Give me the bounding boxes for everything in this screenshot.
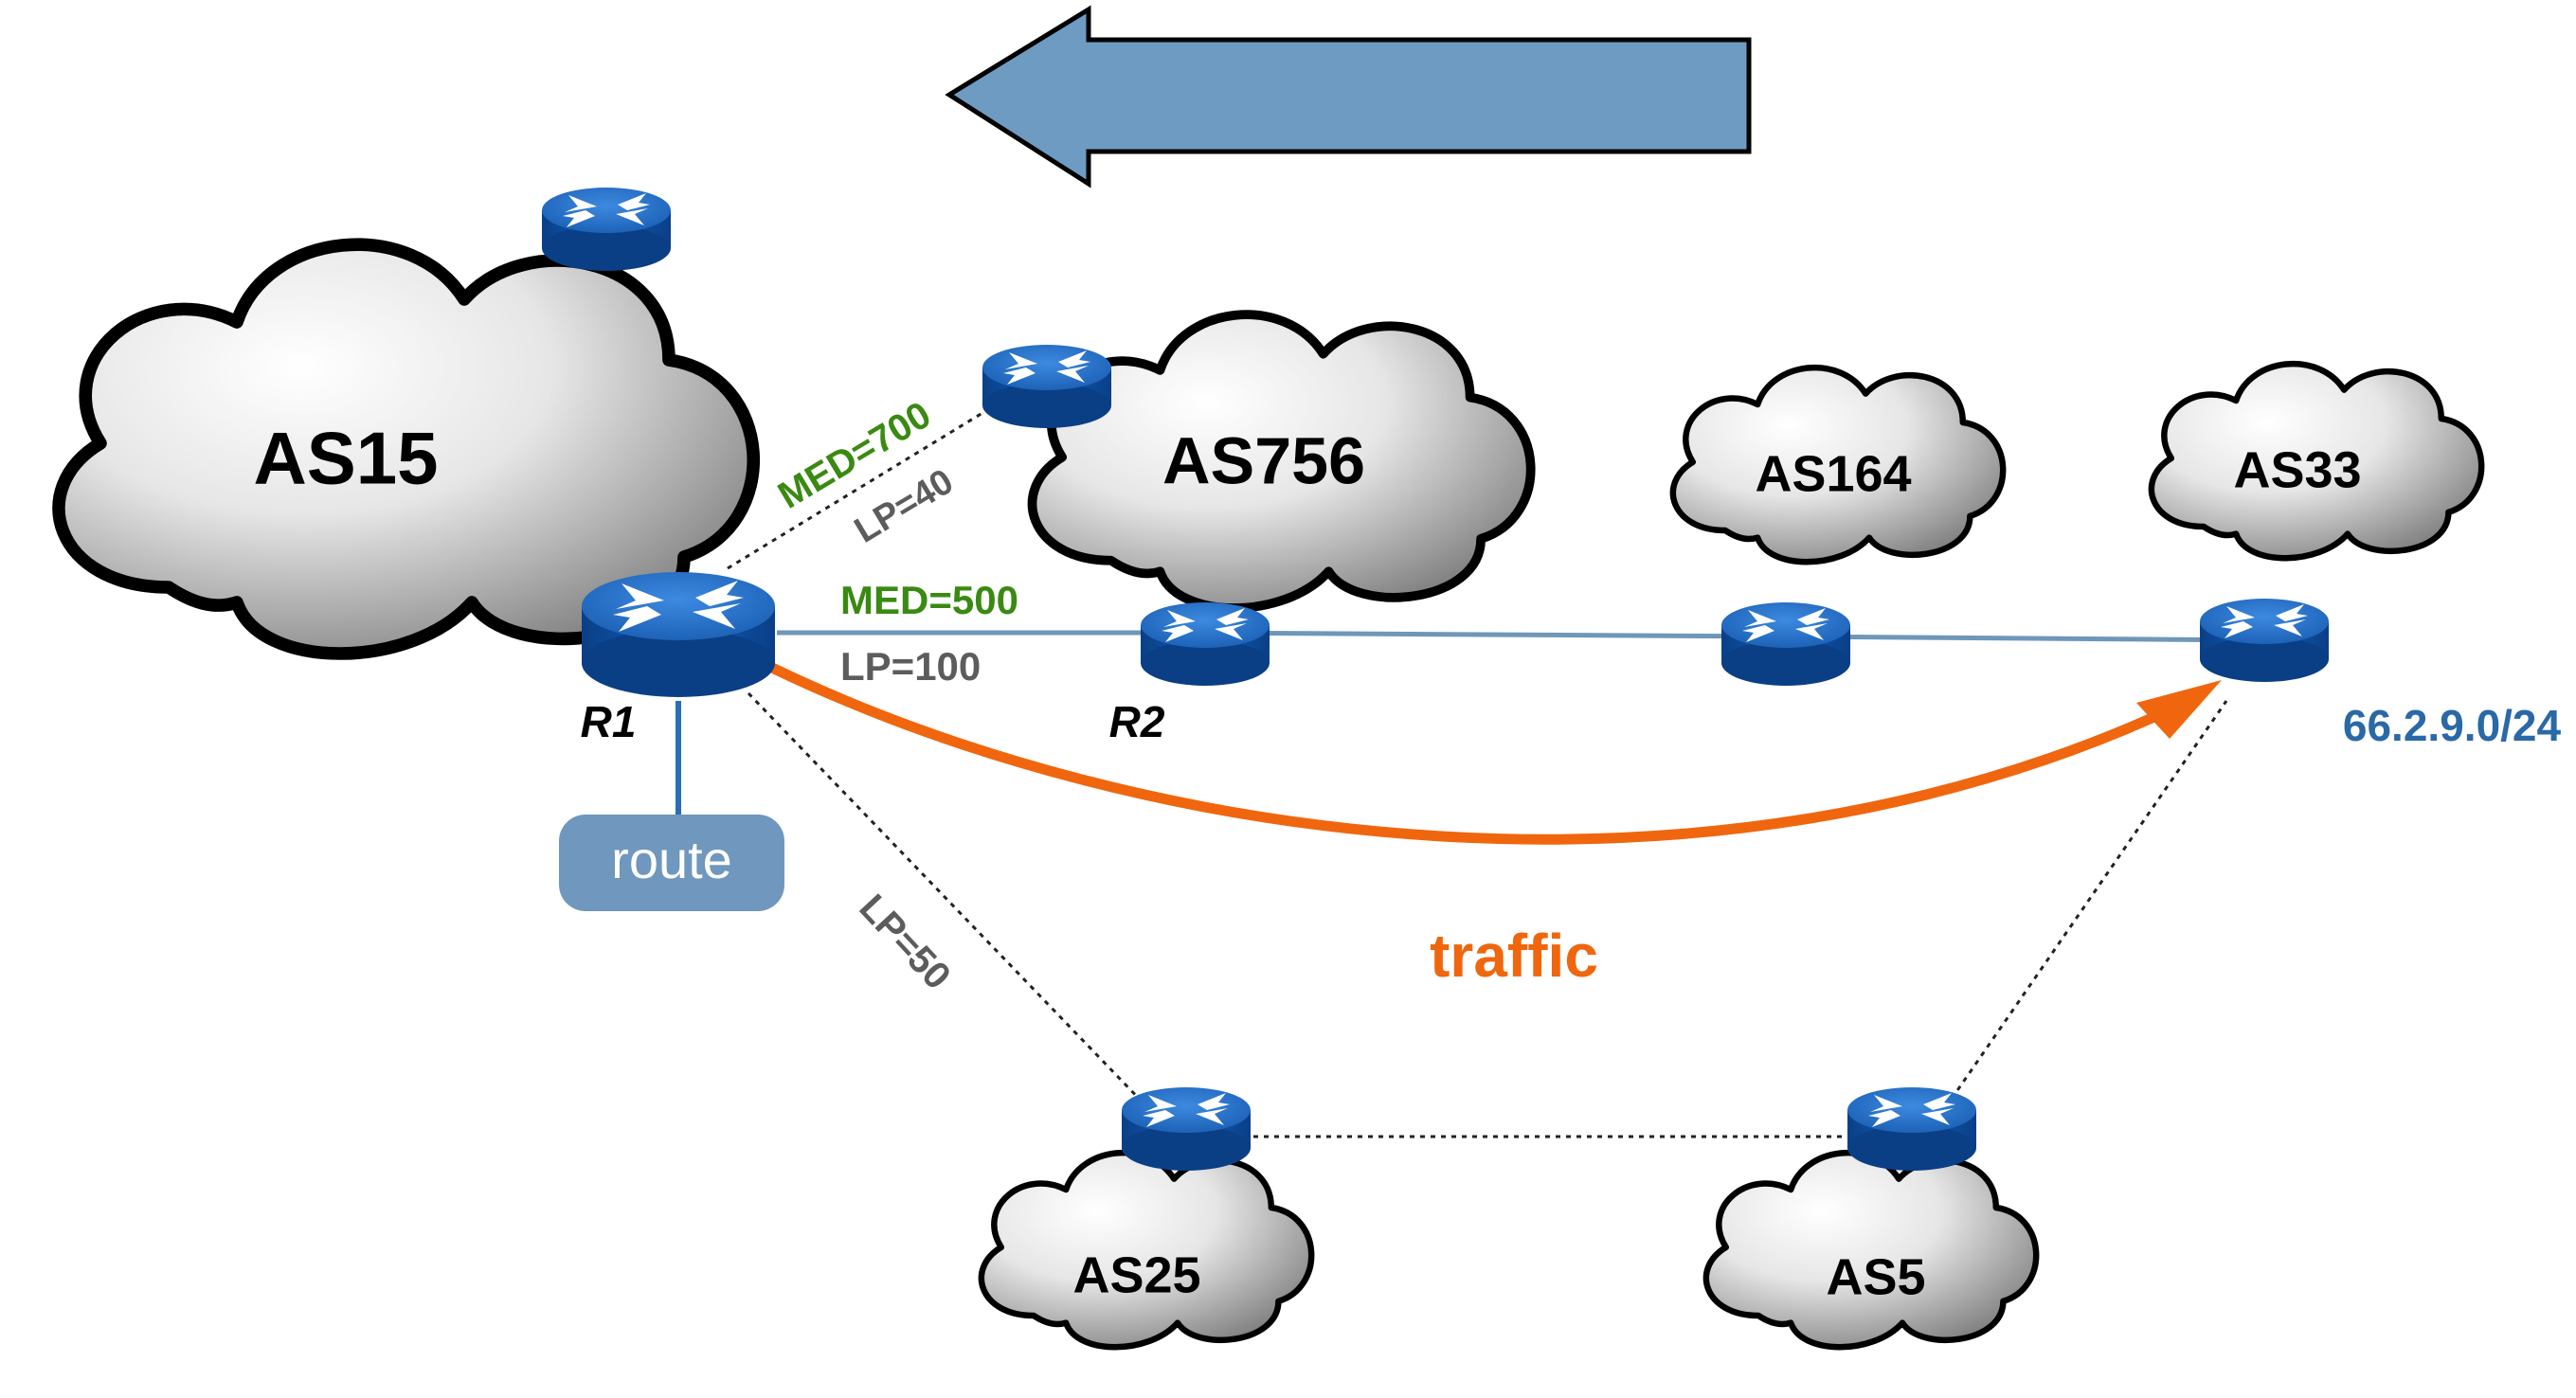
route-box-label: route: [611, 830, 732, 889]
lp-label-as756-top: LP=40: [848, 461, 961, 550]
traffic-arrow: [766, 662, 2222, 845]
router-icon: [1122, 1087, 1251, 1171]
cloud-label: AS33: [2233, 441, 2361, 498]
router-r1: [582, 572, 775, 697]
router-as756-top: [982, 345, 1111, 428]
cloud-as33: AS33: [2152, 364, 2481, 558]
router-as164: [1721, 602, 1850, 686]
router-icon: [1721, 602, 1850, 686]
cloud-label: AS164: [1755, 445, 1911, 502]
link-as164-as33: [1785, 634, 2265, 643]
router-icon: [2200, 599, 2329, 682]
links: [676, 398, 2265, 1138]
router-icon: [582, 572, 775, 697]
cloud-label: AS756: [1162, 423, 1365, 497]
link-r2-as164: [1183, 630, 1787, 639]
cloud-as15: AS15: [59, 244, 753, 654]
cloud-as25: AS25: [982, 1153, 1311, 1347]
cloud-as5: AS5: [1706, 1153, 2036, 1347]
router-as25: [1122, 1087, 1251, 1171]
link-as5-as33: [1950, 700, 2228, 1100]
med-label-r1-r2: MED=500: [840, 578, 1018, 622]
router-icon: [982, 345, 1111, 428]
cloud-label: AS25: [1072, 1246, 1200, 1303]
lp-label-as25: LP=50: [851, 887, 958, 997]
cloud-label: AS15: [253, 417, 438, 500]
router-as5: [1847, 1087, 1976, 1171]
prefix-label: 66.2.9.0/24: [2343, 701, 2562, 750]
cloud-as164: AS164: [1673, 367, 2003, 562]
link-r1-as756-top: [727, 398, 1005, 570]
traffic-label: traffic: [1430, 922, 1598, 990]
cloud-label: AS5: [1826, 1248, 1925, 1305]
router-icon: [1141, 602, 1270, 686]
router-icon: [1847, 1087, 1976, 1171]
route-box: route: [559, 815, 784, 911]
router-r2: [1141, 602, 1270, 686]
router-as15-top: [542, 188, 671, 271]
link-r1-as25: [747, 691, 1148, 1108]
router-icon: [542, 188, 671, 271]
router-as33: [2200, 599, 2329, 682]
router-label-r1: R1: [581, 697, 637, 746]
lp-label-r1-r2: LP=100: [840, 644, 981, 689]
router-label-r2: R2: [1109, 697, 1165, 746]
cloud-as756: AS756: [1033, 314, 1531, 608]
left-arrow-icon: [945, 5, 1752, 188]
